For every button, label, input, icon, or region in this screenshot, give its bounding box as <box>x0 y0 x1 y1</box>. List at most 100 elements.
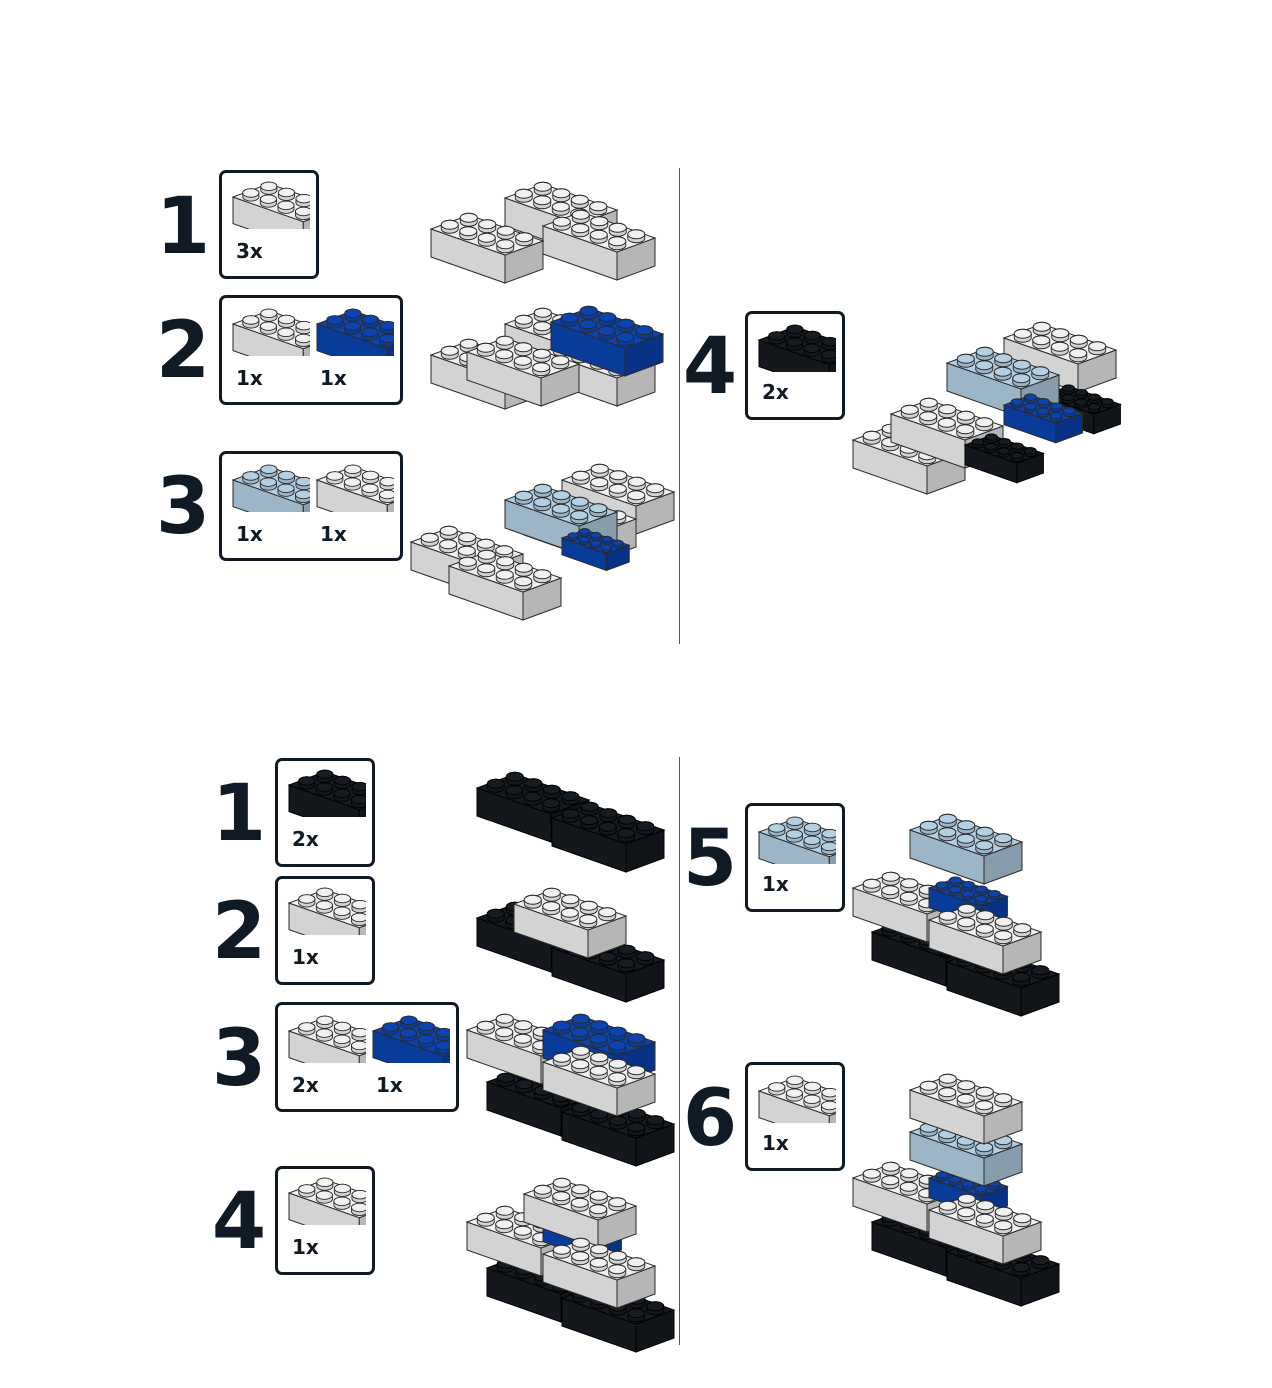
brick-white <box>465 1205 581 1277</box>
brick-black <box>485 1065 601 1137</box>
step-number: 2 <box>155 306 211 396</box>
brick-white <box>541 209 657 281</box>
part-quantity: 2x <box>292 827 319 851</box>
brick-white <box>908 1073 1024 1145</box>
brick-white <box>287 1015 366 1063</box>
brick-black <box>560 1281 676 1353</box>
brick-white <box>927 903 1043 975</box>
white-brick-icon <box>287 1177 366 1225</box>
assembly-scene-a2 <box>429 305 665 410</box>
white-brick-icon <box>315 464 394 512</box>
brick-white <box>315 464 394 512</box>
blue-brick-icon <box>315 308 394 356</box>
step-number: 6 <box>682 1074 738 1164</box>
parts-list-box: 1x <box>745 1062 845 1171</box>
parts-list-box: 2x <box>745 311 845 420</box>
part-quantity: 1x <box>292 1235 319 1259</box>
brick-white <box>429 338 545 410</box>
assembly-scene-a4 <box>851 321 1122 495</box>
black-brick-icon <box>287 769 366 817</box>
part-quantity: 1x <box>320 522 347 546</box>
white-brick-icon <box>757 1075 836 1123</box>
step-number: 3 <box>155 462 211 552</box>
brick-white <box>447 549 563 621</box>
parts-list-box: 2x 1x <box>275 1002 459 1112</box>
brick-black <box>485 1251 601 1323</box>
brick-light_blue <box>945 346 1061 418</box>
column-divider <box>679 757 680 1345</box>
parts-list-box: 3x <box>219 170 319 279</box>
parts-list-box: 1x 1x <box>219 451 403 561</box>
step-number: 1 <box>155 182 211 272</box>
brick-light_blue <box>503 483 619 555</box>
brick-blue <box>1002 393 1084 444</box>
part-quantity: 3x <box>236 239 263 263</box>
brick-black <box>560 1095 676 1167</box>
brick-white <box>287 887 366 935</box>
brick-black <box>945 945 1061 1017</box>
part-quantity: 1x <box>292 945 319 969</box>
brick-white <box>231 308 310 356</box>
brick-black <box>870 1205 986 1277</box>
assembly-scene-b6 <box>851 1073 1061 1307</box>
brick-white <box>541 1237 657 1309</box>
brick-blue <box>371 1015 450 1063</box>
brick-white <box>503 181 619 253</box>
brick-white <box>560 463 676 535</box>
blue-brick-icon <box>371 1015 450 1063</box>
part-quantity: 2x <box>292 1073 319 1097</box>
parts-list-box: 1x <box>275 876 375 985</box>
part-quantity: 1x <box>762 1131 789 1155</box>
part-quantity: 1x <box>236 366 263 390</box>
brick-white <box>287 1177 366 1225</box>
brick-white <box>429 212 545 284</box>
brick-black <box>963 433 1045 484</box>
assembly-scene-b2 <box>475 887 666 1003</box>
step-number: 2 <box>211 887 267 977</box>
step-number: 4 <box>682 322 738 412</box>
brick-black <box>475 901 591 973</box>
part-quantity: 1x <box>236 522 263 546</box>
part-quantity: 1x <box>320 366 347 390</box>
brick-white <box>465 1013 581 1085</box>
light-blue-brick-icon <box>231 464 310 512</box>
brick-white <box>851 423 967 495</box>
assembly-scene-b5 <box>851 813 1061 1017</box>
column-divider <box>679 168 680 644</box>
step-number: 5 <box>682 814 738 904</box>
assembly-scene-a1 <box>429 181 657 284</box>
brick-blue <box>541 1210 623 1261</box>
brick-blue <box>549 305 665 377</box>
brick-blue <box>560 528 631 572</box>
brick-light_blue <box>908 813 1024 885</box>
parts-list-box: 1x <box>745 803 845 912</box>
brick-light_blue <box>757 816 836 864</box>
part-quantity: 2x <box>762 380 789 404</box>
assembly-scene-b1 <box>475 771 666 873</box>
brick-white <box>503 307 619 379</box>
brick-blue <box>927 1166 1009 1217</box>
brick-black <box>550 931 666 1003</box>
step-number: 1 <box>211 769 267 859</box>
brick-blue <box>315 308 394 356</box>
brick-light_blue <box>231 464 310 512</box>
brick-white <box>465 335 581 407</box>
brick-white <box>757 1075 836 1123</box>
brick-white <box>231 181 310 229</box>
parts-list-box: 1x <box>275 1166 375 1275</box>
brick-white <box>889 397 1005 469</box>
brick-white <box>851 871 967 943</box>
step-number: 3 <box>211 1014 267 1104</box>
brick-black <box>945 1235 1061 1307</box>
parts-list-box: 2x <box>275 758 375 867</box>
brick-white <box>409 525 525 597</box>
step-number: 4 <box>211 1177 267 1267</box>
brick-white <box>927 1193 1043 1265</box>
brick-white <box>522 1177 638 1249</box>
brick-white <box>1002 321 1118 393</box>
parts-list-box: 1x 1x <box>219 295 403 405</box>
brick-blue <box>927 876 1009 927</box>
brick-white <box>522 490 638 562</box>
brick-black <box>287 769 366 817</box>
brick-black <box>1040 384 1122 435</box>
